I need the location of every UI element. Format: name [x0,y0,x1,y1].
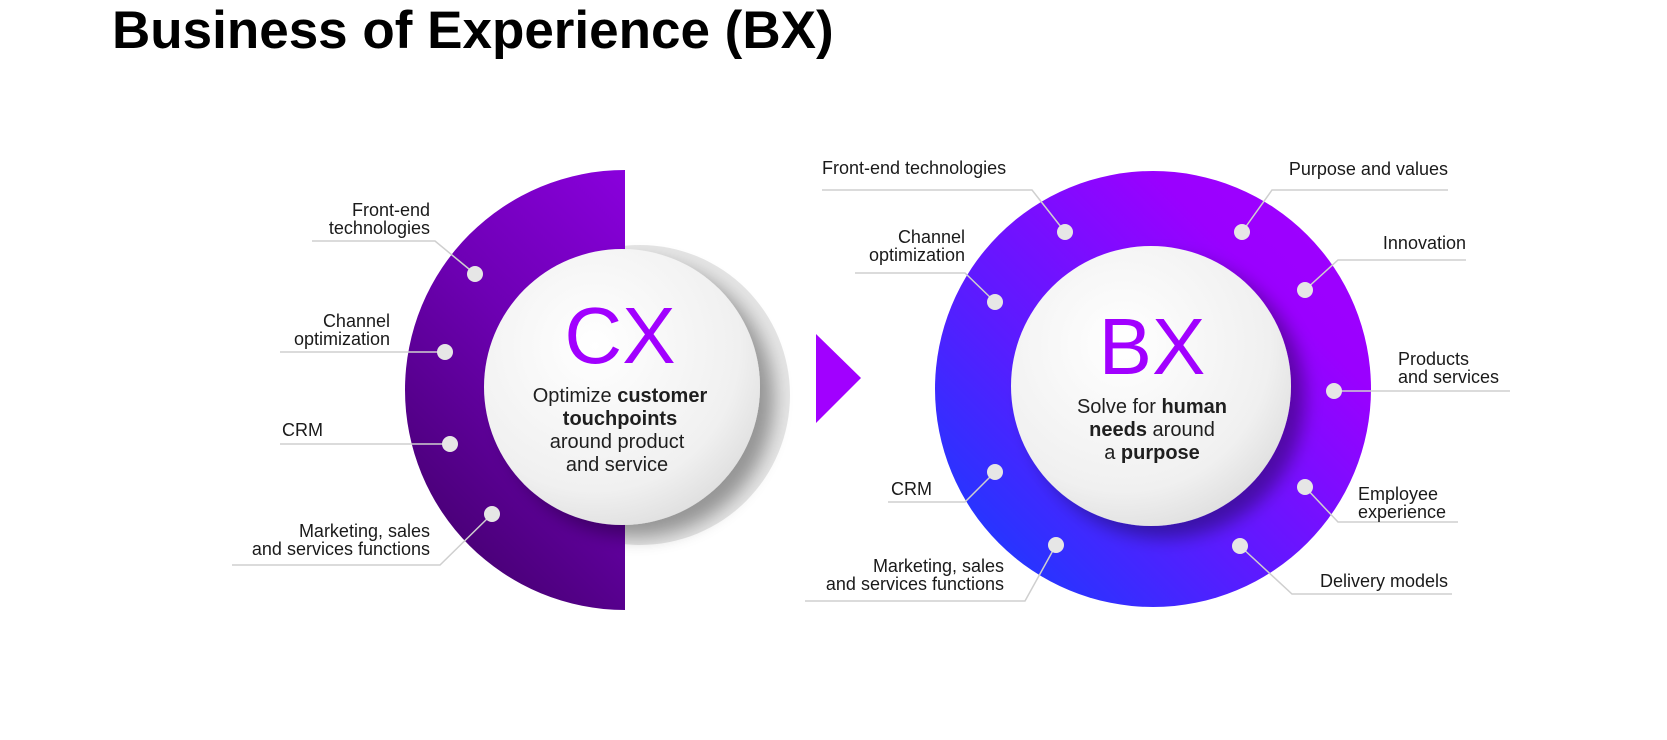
bx-tagline-2-text: around [1153,419,1215,441]
bx-leader-marketing [805,544,1057,602]
bx-leader-innovation [1304,259,1466,291]
cx-label-front-end-2: technologies [329,218,430,238]
bx-label-crm: CRM [891,479,932,499]
bx-center-disc [1011,246,1291,526]
bx-leader-crm [888,471,996,503]
cx-label-marketing-2: and services functions [252,539,430,559]
cx-dot-channel [437,344,453,360]
cx-label-channel-2: optimization [294,329,390,349]
bx-label-innovation: Innovation [1383,233,1466,253]
bx-tagline-3: a purpose [1104,442,1200,464]
bx-tagline-2: needs around [1089,419,1215,441]
bx-label-channel-1: Channel [898,227,965,247]
cx-dot-marketing [484,506,500,522]
cx-heading: CX [564,291,675,380]
cx-tagline-1: Optimize customer [533,385,708,407]
cx-dot-crm [442,436,458,452]
bx-leader-channel [855,272,996,303]
cx-tagline-1-bold: customer [617,385,707,407]
cx-leader-front-end [312,240,476,275]
cx-tagline-3: around product [550,431,685,453]
bx-label-front-end: Front-end technologies [822,158,1006,178]
bx-label-marketing-1: Marketing, sales [873,556,1004,576]
cx-label-marketing-1: Marketing, sales [299,521,430,541]
cx-tagline-2: touchpoints [563,408,677,430]
cx-label-crm: CRM [282,420,323,440]
page-title: Business of Experience (BX) [112,1,834,60]
bx-dot-marketing [1048,537,1064,553]
cx-tagline-4: and service [566,454,668,476]
bx-dot-front-end [1057,224,1073,240]
bx-leader-employee [1304,486,1458,523]
bx-dot-innovation [1297,282,1313,298]
bx-leader-purpose [1241,189,1448,233]
bx-tagline-1-text: Solve for [1077,396,1156,418]
bx-leader-front-end [822,189,1066,233]
cx-center-disc [484,249,760,525]
bx-label-channel-2: optimization [869,245,965,265]
bx-label-delivery: Delivery models [1320,571,1448,591]
bx-label-purpose: Purpose and values [1289,159,1448,179]
triangle-right-icon [816,334,861,423]
cx-label-front-end-1: Front-end [352,200,430,220]
bx-tagline-3-bold: purpose [1121,442,1200,464]
bx-label-employee-1: Employee [1358,484,1438,504]
bx-dot-channel [987,294,1003,310]
bx-dot-employee [1297,479,1313,495]
bx-tagline-3-text: a [1104,442,1116,464]
cx-leader-marketing [232,513,493,566]
bx-tagline-1: Solve for human [1077,396,1227,418]
bx-dot-purpose [1234,224,1250,240]
bx-tagline-2-bold: needs [1089,419,1147,441]
cx-tagline-1-text: Optimize [533,385,612,407]
bx-label-products-2: and services [1398,367,1499,387]
bx-label-products-1: Products [1398,349,1469,369]
bx-heading: BX [1099,302,1206,391]
bx-diagram: BX Solve for human needs around a purpos… [805,158,1510,607]
cx-label-channel-1: Channel [323,311,390,331]
bx-dot-products [1326,383,1342,399]
bx-label-employee-2: experience [1358,502,1446,522]
bx-dot-crm [987,464,1003,480]
cx-diagram: CX Optimize customer touchpoints around … [232,170,790,610]
bx-dot-delivery [1232,538,1248,554]
bx-label-marketing-2: and services functions [826,574,1004,594]
cx-dot-front-end [467,266,483,282]
bx-leader-delivery [1239,545,1452,595]
bx-tagline-1-bold: human [1161,396,1227,418]
